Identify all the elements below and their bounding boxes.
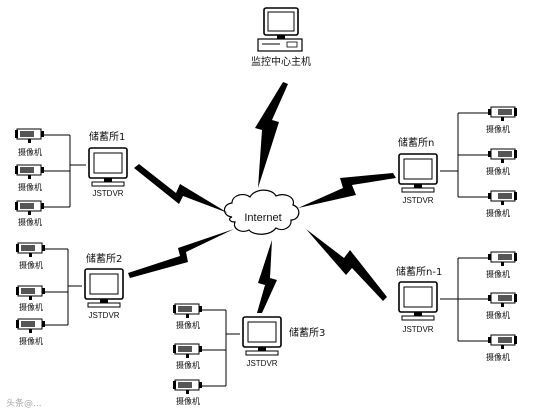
camera-icon bbox=[487, 292, 518, 308]
camera-icon bbox=[15, 242, 46, 258]
camera-icon bbox=[487, 334, 518, 350]
camera-icon bbox=[15, 318, 46, 334]
site-wiring bbox=[200, 309, 240, 387]
camera-icon bbox=[172, 303, 203, 319]
link-site-n bbox=[298, 173, 396, 208]
camera-label: 摄像机 bbox=[19, 302, 43, 312]
camera-icon bbox=[14, 200, 45, 216]
site-n-minus-1: 储蓄所n-1 JSTDVR 摄像机 摄像机 摄像机 bbox=[396, 251, 518, 362]
site-3: 储蓄所3 JSTDVR 摄像机 摄像机 摄像机 bbox=[172, 303, 325, 406]
link-site-2 bbox=[128, 229, 234, 278]
dvr-label: JSTDVR bbox=[402, 325, 433, 334]
camera-label: 摄像机 bbox=[19, 260, 43, 270]
monitor-icon bbox=[398, 281, 438, 321]
site-n: 储蓄所n JSTDVR 摄像机 摄像机 摄像机 bbox=[398, 106, 518, 218]
internet-cloud: Internet bbox=[223, 189, 300, 235]
link-site-3 bbox=[257, 240, 277, 313]
camera-label: 摄像机 bbox=[18, 217, 42, 227]
site-wiring bbox=[44, 248, 82, 326]
site-wiring bbox=[440, 112, 490, 198]
site-wiring bbox=[42, 134, 86, 208]
camera-label: 摄像机 bbox=[486, 208, 510, 218]
camera-icon bbox=[15, 285, 46, 301]
watermark-text: 头条@... bbox=[6, 397, 42, 409]
link-site-1 bbox=[134, 164, 228, 213]
camera-icon bbox=[14, 164, 45, 180]
site-label: 储蓄所n bbox=[398, 136, 434, 149]
camera-icon bbox=[487, 190, 518, 206]
camera-label: 摄像机 bbox=[176, 396, 200, 406]
dvr-label: JSTDVR bbox=[246, 359, 277, 368]
camera-label: 摄像机 bbox=[486, 352, 510, 362]
site-label: 储蓄所1 bbox=[89, 130, 125, 143]
camera-icon bbox=[172, 379, 203, 395]
center-host: 监控中心主机 bbox=[251, 7, 311, 68]
camera-label: 摄像机 bbox=[486, 269, 510, 279]
camera-label: 摄像机 bbox=[18, 182, 42, 192]
dvr-label: JSTDVR bbox=[402, 196, 433, 205]
internet-label: Internet bbox=[244, 212, 281, 224]
monitor-icon bbox=[88, 147, 128, 187]
camera-label: 摄像机 bbox=[176, 320, 200, 330]
dvr-label: JSTDVR bbox=[88, 311, 119, 320]
camera-icon bbox=[487, 106, 518, 122]
camera-icon bbox=[172, 343, 203, 359]
camera-icon bbox=[14, 128, 45, 144]
monitor-icon bbox=[398, 153, 438, 193]
site-label: 储蓄所2 bbox=[86, 252, 122, 265]
camera-label: 摄像机 bbox=[176, 360, 200, 370]
center-host-label: 监控中心主机 bbox=[251, 55, 311, 68]
site-1: 储蓄所1 JSTDVR 摄像机 摄像机 摄像机 bbox=[14, 128, 128, 227]
monitor-icon bbox=[242, 316, 282, 356]
camera-label: 摄像机 bbox=[18, 147, 42, 157]
site-label: 储蓄所n-1 bbox=[396, 265, 442, 278]
camera-label: 摄像机 bbox=[19, 336, 43, 346]
site-label: 储蓄所3 bbox=[289, 326, 325, 339]
link-center-host bbox=[255, 82, 288, 188]
site-wiring bbox=[440, 257, 490, 342]
link-site-n1 bbox=[306, 229, 387, 301]
monitor-icon bbox=[84, 268, 124, 308]
network-links bbox=[128, 82, 396, 313]
camera-icon bbox=[487, 148, 518, 164]
dvr-label: JSTDVR bbox=[92, 189, 123, 198]
camera-icon bbox=[487, 251, 518, 267]
camera-label: 摄像机 bbox=[486, 166, 510, 176]
camera-label: 摄像机 bbox=[486, 124, 510, 134]
site-2: 储蓄所2 JSTDVR 摄像机 摄像机 摄像机 bbox=[15, 242, 124, 346]
center-host-case bbox=[257, 38, 303, 52]
camera-label: 摄像机 bbox=[486, 310, 510, 320]
